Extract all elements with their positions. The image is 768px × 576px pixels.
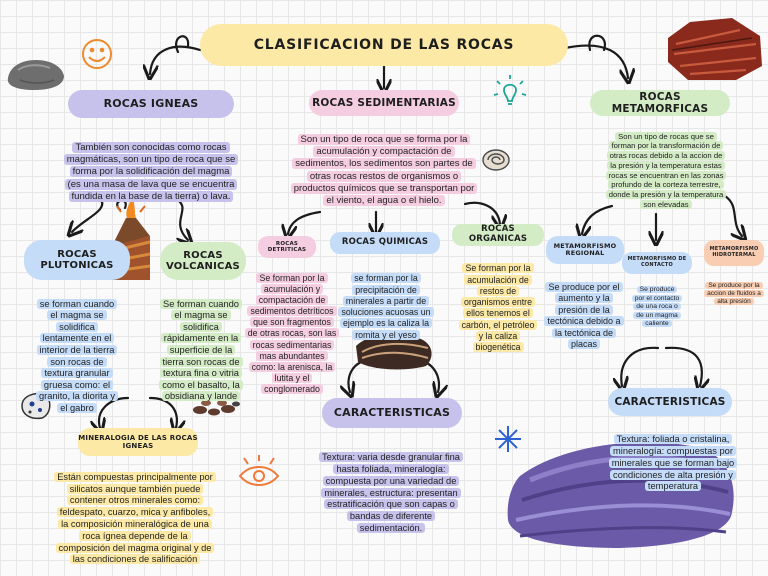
volcanicas-text: Se forman cuando el magma se solidifica … [145,287,257,403]
igneas-text: También son conocidas como rocas magmáti… [28,130,274,203]
hidrotermal-text: Se produce por la accion de fluidos a al… [702,274,766,307]
hidrotermal-text-content: Se produce por la accion de fluidos a al… [704,282,764,306]
arrow-icon [588,34,607,52]
meta-caracteristicas-title: CARACTERISTICAS [608,388,732,416]
sed-caracteristicas-text: Textura: varia desde granular fina hasta… [300,440,482,535]
lightbulb-icon [493,75,527,105]
organicas-text-content: Se forman por la acumulación de restos d… [458,263,538,352]
plutonicas-text: se forman cuando el magma se solidifica … [22,287,132,415]
hidrotermal-title: METAMORFISMO HIDROTERMAL [704,240,764,266]
regional-text: Se produce por el aumento y la presión d… [536,270,632,351]
fossil-icon [482,149,510,171]
metamorficas-title-text: ROCAS METAMORFICAS [611,90,709,115]
arrow-icon [175,35,190,54]
hidrotermal-title-text: METAMORFISMO HIDROTERMAL [709,246,759,258]
metamorficas-text-content: Son un tipo de rocas que se forman por l… [605,131,727,209]
plutonicas-text-content: se forman cuando el magma se solidifica … [36,298,118,414]
regional-title-text: METAMORFISMO REGIONAL [553,241,617,257]
sed-caracteristicas-title-text: CARACTERISTICAS [333,405,451,419]
sedimentarias-text-content: Son un tipo de roca que se forma por la … [290,134,478,206]
mineralogia-title-text: MINERALOGIA DE LAS ROCAS IGNEAS [78,433,198,450]
quimicas-title-text: ROCAS QUIMICAS [341,237,429,248]
arrow-icon [621,346,660,386]
sedimentarias-title: ROCAS SEDIMENTARIAS [309,90,459,116]
eye-icon [238,455,280,486]
mineralogia-title: MINERALOGIA DE LAS ROCAS IGNEAS [78,428,198,456]
smiley-icon [82,39,112,69]
organicas-title-text: ROCAS ORGANICAS [468,224,528,244]
page-title: CLASIFICACION DE LAS ROCAS [200,24,568,66]
sedimentarias-title-text: ROCAS SEDIMENTARIAS [312,96,456,109]
igneas-title-text: ROCAS IGNEAS [103,96,199,110]
arrow-icon [664,346,702,386]
igneas-text-content: También son conocidas como rocas magmáti… [63,142,239,202]
arrow-icon [563,44,628,78]
plutonicas-title-text: ROCAS PLUTONICAS [40,248,114,272]
pebbles-icon [193,400,240,416]
arrow-icon [148,396,177,428]
volcanicas-text-content: Se forman cuando el magma se solidifica … [159,298,243,402]
mineralogia-text: Están compuestas principalmente por sili… [28,460,242,566]
volcanicas-title-text: ROCAS VOLCANICAS [166,249,240,273]
meta-caracteristicas-title-text: CARACTERISTICAS [614,395,726,408]
arrow-icon [150,45,202,74]
meta-caracteristicas-text: Textura: foliada o cristalina, mineralog… [590,422,756,493]
meta-caracteristicas-text-content: Textura: foliada o cristalina, mineralog… [608,433,738,492]
sedimentarias-text: Son un tipo de roca que se forma por la … [270,122,498,207]
grey-rock-icon [7,60,65,90]
sed-caracteristicas-text-content: Textura: varia desde granular fina hasta… [319,451,463,534]
red-rock-icon [668,18,762,80]
arrow-icon [172,196,188,240]
sed-caracteristicas-title: CARACTERISTICAS [322,398,462,428]
quimicas-text-content: se forman por la precipitación de minera… [338,273,434,340]
quimicas-title: ROCAS QUIMICAS [330,232,440,254]
contacto-text-content: Se produce por el contacto de una roca o… [631,286,683,328]
regional-text-content: Se produce por el aumento y la presión d… [544,281,624,350]
sparkle-icon [495,426,521,452]
volcanicas-title: ROCAS VOLCANICAS [160,242,246,280]
arrow-icon [99,396,130,428]
arrow-icon [723,194,742,236]
sedimentary-rock-icon [356,334,432,370]
page-title-text: CLASIFICACION DE LAS ROCAS [253,36,515,53]
organicas-title: ROCAS ORGANICAS [452,224,544,246]
detriticas-text: Se forman por la acumulación y compactac… [244,262,340,395]
mineralogia-text-content: Están compuestas principalmente por sili… [54,471,216,565]
contacto-title-text: METAMORFISMO DE CONTACTO [627,256,687,268]
arrow-icon [288,210,322,234]
regional-title: METAMORFISMO REGIONAL [546,236,624,264]
contacto-text: Se produce por el contacto de una roca o… [624,278,690,329]
detriticas-title-text: ROCAS DETRITICAS [267,240,307,253]
plutonicas-title: ROCAS PLUTONICAS [24,240,130,280]
metamorficas-text: Son un tipo de rocas que se forman por l… [588,122,744,209]
arrow-icon [463,201,500,224]
arrow-icon [582,204,614,234]
detriticas-text-content: Se forman por la acumulación y compactac… [244,273,340,394]
organicas-text: Se forman por la acumulación de restos d… [452,252,544,353]
contacto-title: METAMORFISMO DE CONTACTO [622,252,692,274]
igneas-title: ROCAS IGNEAS [68,90,234,118]
quimicas-text: se forman por la precipitación de minera… [334,262,438,341]
arrow-icon [72,196,104,232]
metamorficas-title: ROCAS METAMORFICAS [590,90,730,116]
detriticas-title: ROCAS DETRITICAS [258,236,316,258]
